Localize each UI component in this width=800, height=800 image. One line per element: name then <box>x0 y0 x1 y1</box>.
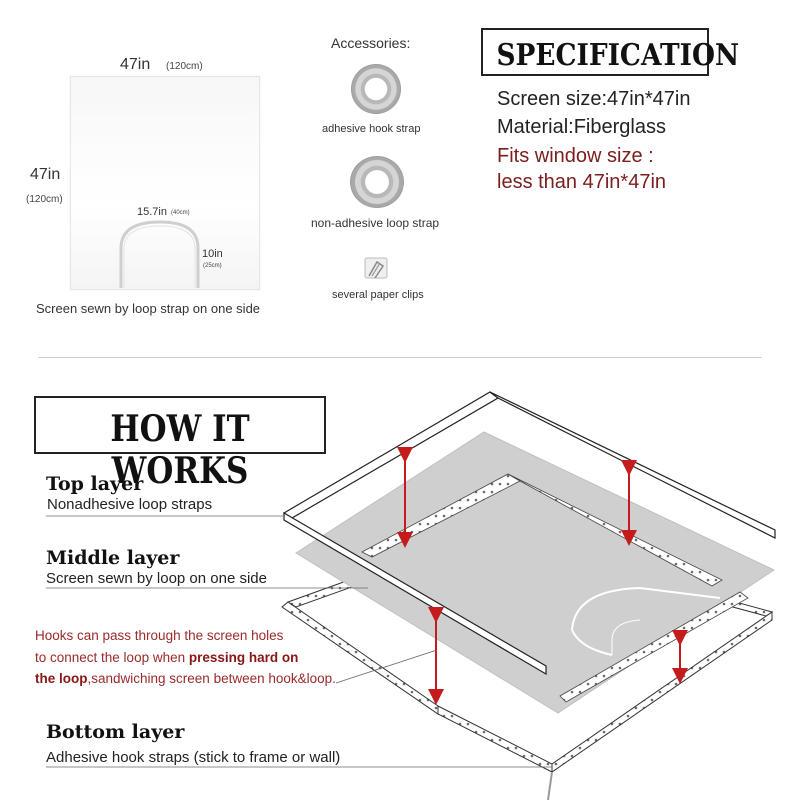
accessories-title: Accessories: <box>331 35 411 51</box>
width-label: 47in <box>120 56 151 73</box>
height-label: 47in <box>30 166 61 183</box>
top-layer-desc: Nonadhesive loop straps <box>47 496 213 513</box>
screen-product-image <box>70 76 260 290</box>
loop-width-cm-label: (40cm) <box>171 210 190 216</box>
middle-screen-layer <box>295 431 776 714</box>
bottom-hook-frame <box>281 547 774 800</box>
note-line-1: Hooks can pass through the screen holes <box>35 628 284 643</box>
loop-height-label: 10in <box>202 248 223 260</box>
press-arrows <box>397 447 688 705</box>
accessory-label: non-adhesive loop strap <box>311 216 440 230</box>
width-cm-label: (120cm) <box>166 61 203 72</box>
middle-layer-desc: Screen sewn by loop on one side <box>46 570 267 587</box>
how-it-works-title: HOW IT WORKS <box>110 408 250 492</box>
top-layer-title: Top layer <box>46 473 144 495</box>
spec-fit-line-2: less than 47in*47in <box>497 171 667 193</box>
specification-title: SPECIFICATION <box>496 38 740 73</box>
specification-header: SPECIFICATION <box>481 28 740 76</box>
note-line-2: to connect the loop when pressing hard o… <box>35 650 299 665</box>
loop-height-cm-label: (25cm) <box>203 263 222 269</box>
spec-screen-size: Screen size:47in*47in <box>497 88 691 110</box>
bottom-layer-title: Bottom layer <box>46 721 185 743</box>
top-loop-frame <box>282 391 776 703</box>
non-adhesive-loop-strap-icon <box>350 156 404 208</box>
product-caption: Screen sewn by loop strap on one side <box>36 301 261 316</box>
height-cm-label: (120cm) <box>26 194 63 205</box>
loop-width-label: 15.7in <box>137 206 167 218</box>
bottom-layer-desc: Adhesive hook straps (stick to frame or … <box>46 749 341 766</box>
adhesive-hook-strap-icon <box>351 64 401 114</box>
section-divider <box>38 357 762 358</box>
spec-material: Material:Fiberglass <box>497 116 666 138</box>
how-it-works-header: HOW IT WORKS <box>34 396 326 492</box>
note-line-3: the loop,sandwiching screen between hook… <box>35 671 336 686</box>
accessory-label: adhesive hook strap <box>322 123 421 135</box>
middle-layer-title: Middle layer <box>46 547 180 569</box>
accessory-label: several paper clips <box>332 289 424 301</box>
spec-fit-line-1: Fits window size : <box>497 145 654 167</box>
